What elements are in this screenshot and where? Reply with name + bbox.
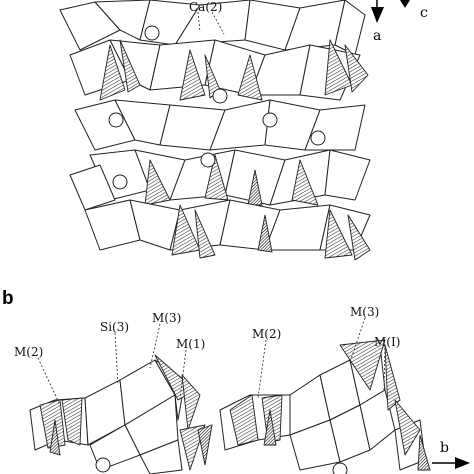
ca2-label-group: Ca(2) — [189, 0, 225, 35]
bottom-labels: M(2) Si(3) M(3) M(1) M(2) M(3) M(I) — [14, 305, 400, 406]
label-m3-left: M(3) — [152, 311, 181, 325]
bottom-panel-structure — [29, 339, 431, 474]
label-m3-right: M(3) — [350, 305, 379, 319]
label-si3: Si(3) — [100, 320, 129, 334]
panel-label-b: b — [2, 288, 14, 309]
axis-label-c: c — [420, 5, 428, 21]
top-axes-indicator: a c — [371, 0, 428, 44]
top-panel-structure — [59, 0, 371, 261]
label-m1-left: M(1) — [176, 337, 205, 351]
a-axis-arrow-icon — [371, 7, 384, 23]
label-m1-right: M(I) — [374, 335, 400, 349]
axis-label-a: a — [373, 28, 381, 44]
ca2-label: Ca(2) — [189, 0, 222, 14]
axis-label-b: b — [440, 440, 449, 456]
bottom-axis-indicator: b — [432, 440, 470, 469]
b-axis-arrow-icon — [455, 457, 470, 469]
c-axis-arrow-icon — [400, 0, 410, 8]
label-m2-right: M(2) — [252, 327, 281, 341]
label-m2-left: M(2) — [14, 345, 43, 359]
